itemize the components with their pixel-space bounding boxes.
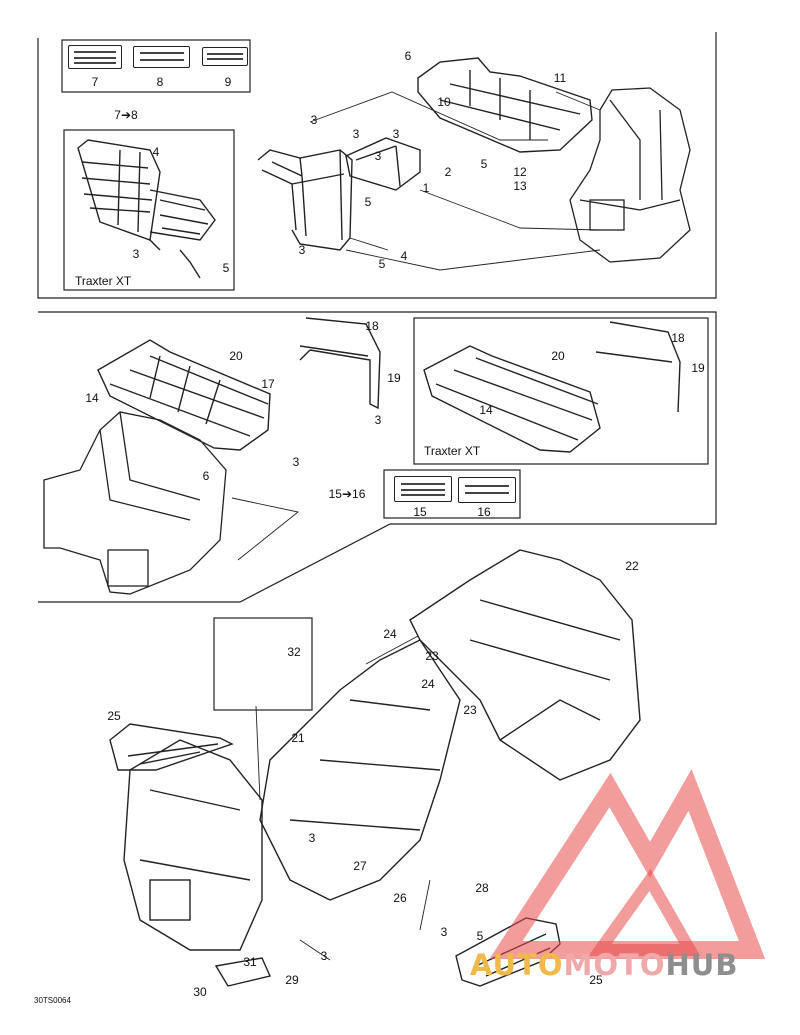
part-number: 28 xyxy=(475,881,489,895)
top-leader-lines xyxy=(309,91,601,271)
front-bumper-main xyxy=(257,149,353,251)
decal-label-9: 9 xyxy=(224,75,232,89)
traxter-xt-label-top: Traxter XT xyxy=(75,274,132,288)
part-number: 10 xyxy=(437,95,451,109)
part-number: 19 xyxy=(387,371,401,385)
part-number: 3 xyxy=(392,127,400,141)
decal-7 xyxy=(68,45,122,69)
part-number: 5 xyxy=(222,261,230,275)
ref-label-15-16: 15➔16 xyxy=(328,487,366,501)
part-number: 22 xyxy=(625,559,639,573)
part-number: 14 xyxy=(85,391,99,405)
decal-15 xyxy=(394,476,452,502)
part-number: 3 xyxy=(440,925,448,939)
part-number: 18 xyxy=(365,319,379,333)
frame-front-section xyxy=(569,87,691,263)
rear-backrest-main xyxy=(299,317,381,410)
part-number: 3 xyxy=(308,831,316,845)
part-number: 3 xyxy=(132,247,140,261)
part-number: 6 xyxy=(202,469,210,483)
decal-label-7: 7 xyxy=(91,75,99,89)
part-number: 3 xyxy=(298,243,306,257)
main-frame xyxy=(123,549,641,951)
decal-box-top xyxy=(61,39,251,93)
part-number: 3 xyxy=(374,413,382,427)
logo-part-moto: MOTO xyxy=(563,948,666,982)
mid-panel-frame xyxy=(38,311,717,603)
part-number: 25 xyxy=(589,973,603,987)
skid-plate xyxy=(214,957,271,987)
part-number: 3 xyxy=(310,113,318,127)
decal-8 xyxy=(133,46,190,68)
decal-9 xyxy=(202,47,248,66)
rear-rack-xt xyxy=(423,321,681,453)
part-number: 3 xyxy=(320,949,328,963)
bracket-part-1 xyxy=(345,137,421,191)
part-number: 18 xyxy=(671,331,685,345)
part-number: 21 xyxy=(291,731,305,745)
decal-label-8: 8 xyxy=(156,75,164,89)
logo-part-auto: AUTO xyxy=(470,948,564,982)
part-number: 20 xyxy=(229,349,243,363)
part-number: 5 xyxy=(480,157,488,171)
part-number: 17 xyxy=(261,377,275,391)
footrest-left xyxy=(109,723,234,771)
part-number: 3 xyxy=(292,455,300,469)
part-number: 14 xyxy=(479,403,493,417)
part-number: 4 xyxy=(400,249,408,263)
part-number: 23 xyxy=(463,703,477,717)
automotohub-logo-mark xyxy=(489,769,766,959)
decal-16 xyxy=(458,477,516,503)
ref-label-7-8: 7➔8 xyxy=(114,108,138,122)
top-left-inset-frame xyxy=(63,129,235,291)
detail-inset-32 xyxy=(213,617,313,711)
decal-label-15: 15 xyxy=(413,505,427,519)
logo-part-hub: HUB xyxy=(665,948,739,982)
decal-box-mid xyxy=(383,469,521,519)
part-number: 24 xyxy=(421,677,435,691)
part-number: 23 xyxy=(425,649,439,663)
part-number: 29 xyxy=(285,973,299,987)
bottom-leader-lines xyxy=(255,635,431,961)
part-number: 30 xyxy=(193,985,207,999)
part-number: 27 xyxy=(353,859,367,873)
mid-leader-lines xyxy=(231,497,300,561)
decal-label-16: 16 xyxy=(477,505,491,519)
part-number: 5 xyxy=(476,929,484,943)
rear-frame-section-mid xyxy=(43,411,227,595)
part-number: 24 xyxy=(383,627,397,641)
traxter-xt-label-mid: Traxter XT xyxy=(424,444,481,458)
part-number: 3 xyxy=(352,127,360,141)
part-number: 31 xyxy=(243,955,257,969)
front-bumper-xt xyxy=(77,139,216,279)
part-number: 2 xyxy=(444,165,452,179)
part-number: 12 xyxy=(513,165,527,179)
part-number: 3 xyxy=(374,149,382,163)
automotohub-logo-text: AUTOMOTOHUB xyxy=(470,948,738,982)
part-number: 25 xyxy=(107,709,121,723)
part-number: 1 xyxy=(422,181,430,195)
part-number: 5 xyxy=(364,195,372,209)
front-rack xyxy=(417,57,593,153)
part-number: 20 xyxy=(551,349,565,363)
drawing-code: 30TS0064 xyxy=(34,996,71,1005)
part-number: 32 xyxy=(287,645,301,659)
rear-rack-main xyxy=(97,339,271,451)
part-number: 4 xyxy=(152,145,160,159)
part-number: 6 xyxy=(404,49,412,63)
part-number: 11 xyxy=(553,71,567,85)
part-number: 26 xyxy=(393,891,407,905)
part-number: 5 xyxy=(378,257,386,271)
part-number: 13 xyxy=(513,179,527,193)
top-panel-frame xyxy=(37,32,717,299)
traxter-xt-inset-frame xyxy=(413,317,709,465)
part-number: 19 xyxy=(691,361,705,375)
